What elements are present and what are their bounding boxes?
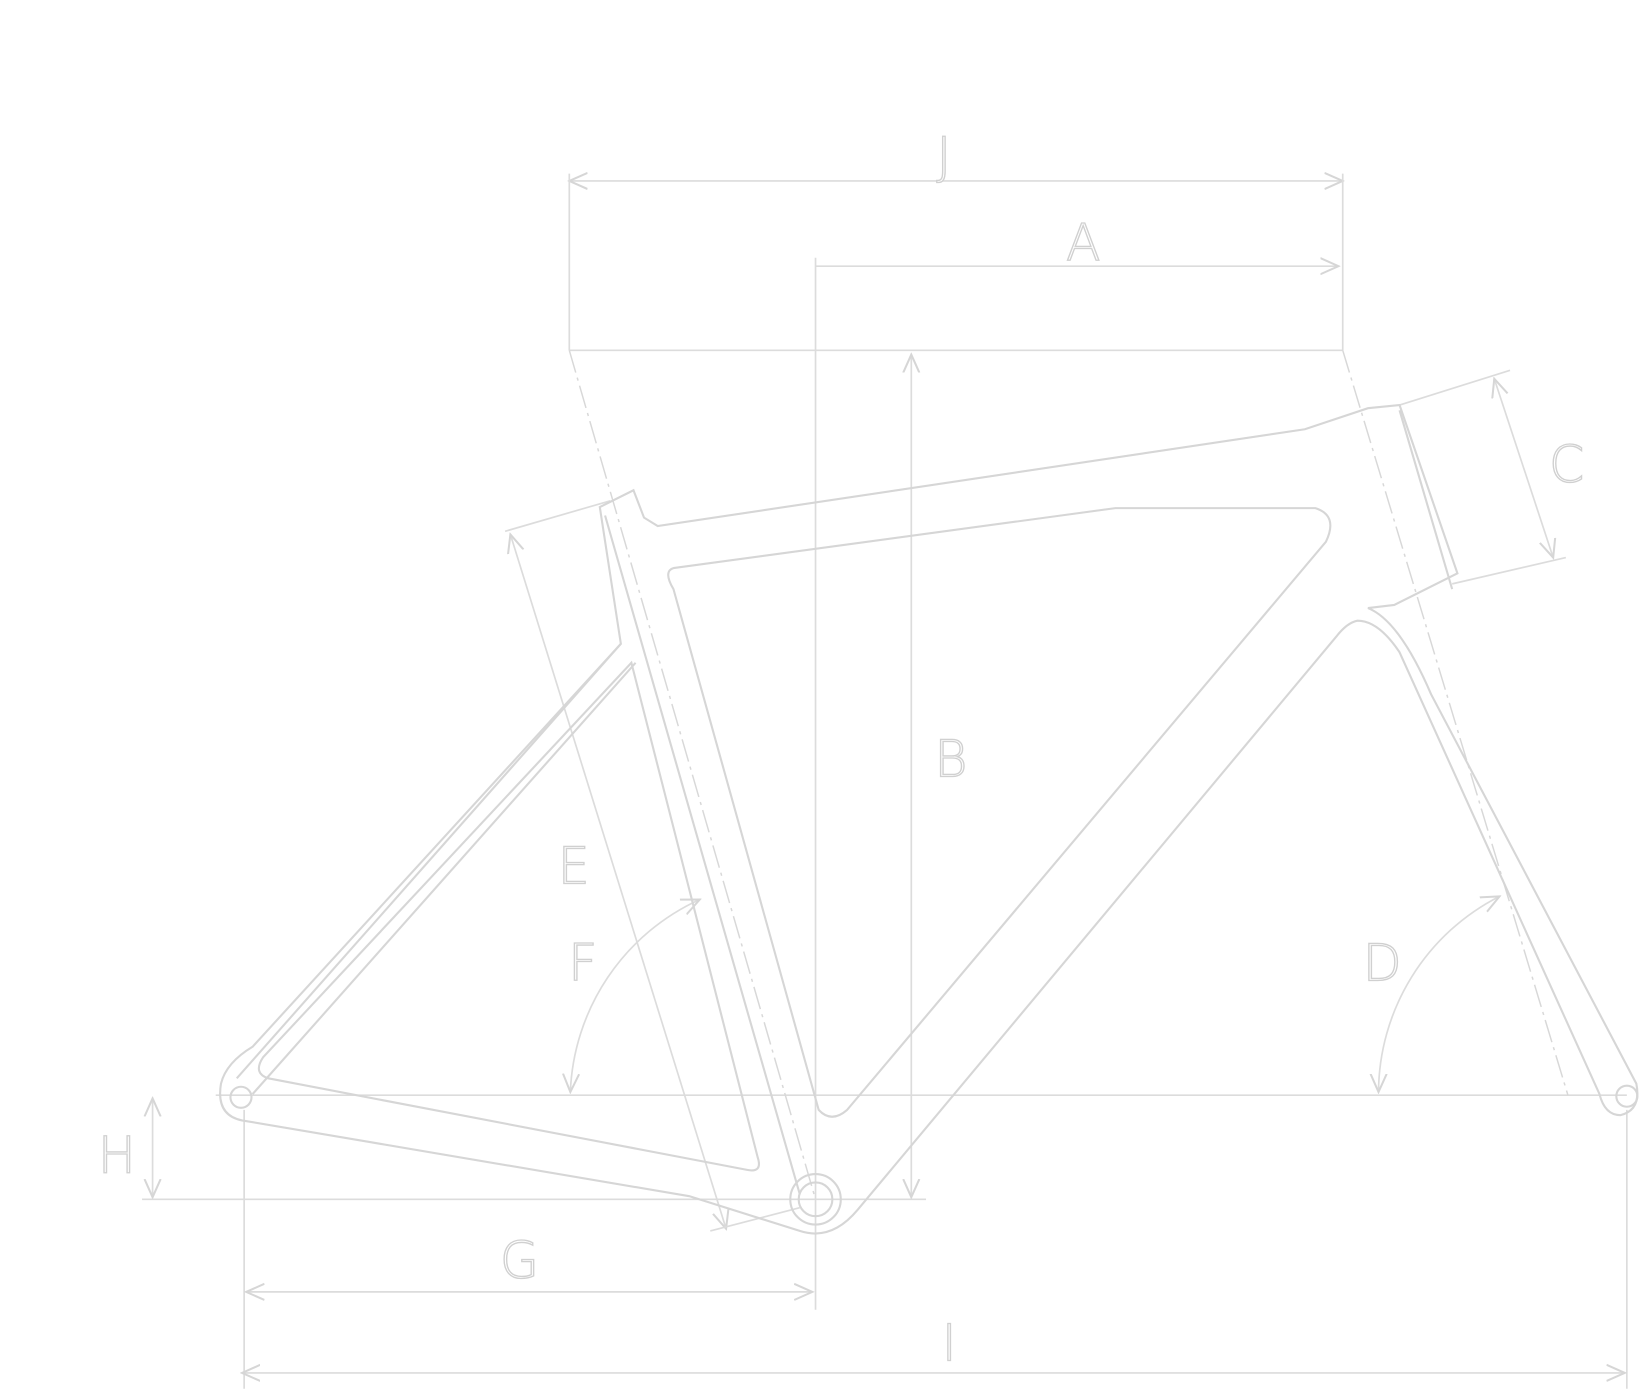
dim-e — [510, 534, 726, 1228]
head-tube — [1398, 409, 1454, 590]
seat-stay — [251, 662, 637, 1095]
extension-line — [1451, 556, 1567, 585]
label-f: F — [568, 934, 597, 993]
bike-frame — [219, 403, 1639, 1235]
dimension-lines — [142, 174, 1628, 1389]
frame-outline — [219, 403, 1639, 1235]
extension-line — [504, 499, 611, 533]
bottom-bracket — [789, 1173, 842, 1226]
front-axle — [1615, 1084, 1639, 1108]
label-d: D — [1363, 934, 1402, 993]
label-e: E — [558, 837, 590, 896]
steering-axis-centerline — [1342, 350, 1569, 1096]
label-g: G — [500, 1231, 539, 1290]
label-b: B — [934, 729, 967, 788]
label-c: C — [1549, 435, 1584, 494]
angle-d-arc — [1379, 896, 1500, 1092]
extension-line — [710, 1206, 800, 1232]
front-triangle-inner — [667, 507, 1332, 1118]
label-h: H — [98, 1126, 136, 1185]
angle-f-arc — [570, 899, 699, 1092]
label-a: A — [1066, 213, 1101, 272]
seat-tube — [604, 515, 801, 1195]
extension-line — [1399, 369, 1511, 406]
label-i: I — [942, 1313, 957, 1372]
seat-tube-centerline — [568, 350, 817, 1200]
rear-triangle-inner — [257, 660, 761, 1172]
rear-axle — [229, 1085, 253, 1109]
seat-stay — [235, 643, 622, 1080]
dim-c — [1494, 379, 1553, 558]
label-j: J — [937, 127, 952, 186]
bottom-bracket-inner — [797, 1181, 834, 1218]
